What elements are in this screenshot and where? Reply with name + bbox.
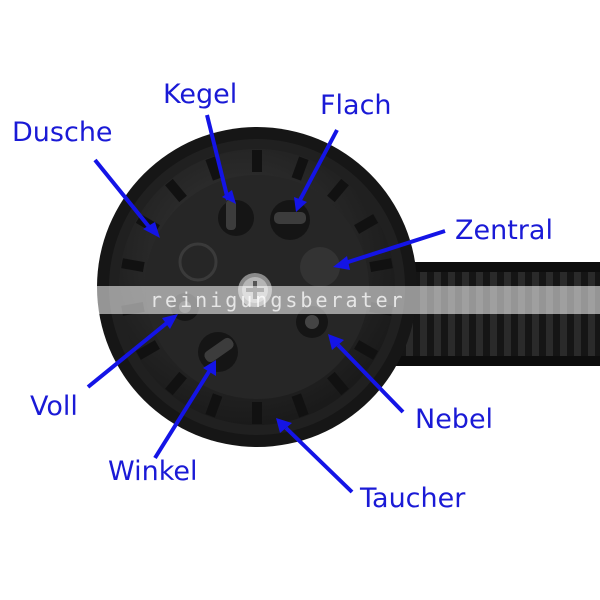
arrowhead-flach-icon	[294, 197, 307, 212]
label-voll: Voll	[30, 391, 78, 422]
arrowhead-dusche-icon	[143, 222, 160, 238]
arrow-winkel	[153, 368, 212, 460]
arrow-flach	[298, 129, 339, 201]
label-zentral: Zentral	[455, 215, 553, 246]
arrow-nebel	[336, 343, 405, 414]
arrowhead-voll-icon	[162, 314, 178, 329]
arrow-voll	[86, 320, 170, 389]
arrowhead-zentral-icon	[333, 256, 350, 270]
label-kegel: Kegel	[163, 79, 238, 110]
arrowhead-winkel-icon	[203, 360, 216, 376]
arrowhead-nebel-icon	[328, 334, 344, 350]
arrow-zentral	[344, 229, 446, 265]
watermark-text: reinigungsberater	[150, 288, 406, 312]
label-dusche: Dusche	[12, 117, 113, 148]
arrow-taucher	[284, 426, 354, 494]
label-taucher: Taucher	[360, 483, 466, 514]
label-nebel: Nebel	[415, 404, 494, 435]
arrowhead-taucher-icon	[276, 418, 292, 433]
watermark-band	[0, 286, 600, 314]
arrow-dusche	[93, 158, 152, 230]
arrow-kegel	[205, 114, 230, 201]
annotation-arrows	[86, 114, 446, 494]
label-flach: Flach	[320, 90, 392, 121]
arrowhead-kegel-icon	[222, 190, 236, 204]
label-winkel: Winkel	[108, 456, 198, 487]
